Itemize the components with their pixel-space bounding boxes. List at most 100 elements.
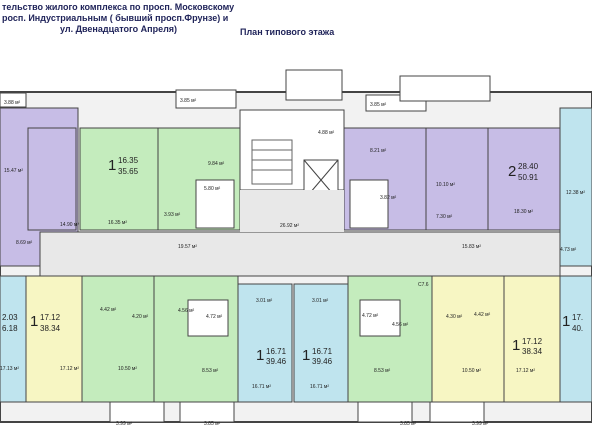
apt-4-room bbox=[237, 283, 293, 403]
apt-bottom-far-left bbox=[0, 275, 27, 403]
apt-1-living bbox=[79, 127, 161, 231]
balcony-top-2 bbox=[175, 89, 237, 109]
apt-1-living-area: 16.35 bbox=[118, 156, 139, 165]
apt-7-total-area: 40. bbox=[572, 324, 583, 333]
area-label: 4.73 м² bbox=[560, 247, 577, 253]
apt-3-hall bbox=[153, 275, 239, 403]
area-labels: 3.88 м² 3.85 м² 4.88 м² 3.85 м² 15.47 м²… bbox=[0, 98, 585, 427]
plan-title: План типового этажа bbox=[240, 27, 335, 37]
apt-5-room bbox=[293, 283, 349, 403]
apt-4-total-area: 39.46 bbox=[266, 357, 287, 366]
apt-4-living-area: 16.71 bbox=[266, 347, 287, 356]
area-label: 4.30 м² bbox=[446, 314, 463, 320]
apt-5-total-area: 39.46 bbox=[312, 357, 333, 366]
apt-7-living-area: 17. bbox=[572, 313, 583, 322]
balcony-bottom-4 bbox=[429, 401, 485, 423]
apt-1-bath bbox=[195, 179, 235, 229]
area-label: 3.85 м² bbox=[400, 421, 417, 427]
area-label: 17.12 м² bbox=[60, 366, 79, 372]
area-label: 4.72 м² bbox=[362, 313, 379, 319]
area-label: 26.92 м² bbox=[280, 223, 299, 229]
area-label: 8.21 м² bbox=[370, 148, 387, 154]
area-label: 16.35 м² bbox=[108, 220, 127, 226]
area-label: 4.72 м² bbox=[206, 314, 223, 320]
apt-label-1: 1 16.35 35.65 bbox=[108, 156, 139, 176]
apt-2-room-a bbox=[425, 127, 491, 231]
balcony-top-3 bbox=[285, 69, 343, 101]
area-label: 15.47 м² bbox=[4, 168, 23, 174]
apt-5-rooms: 1 bbox=[302, 347, 310, 364]
apt-top-left-bedroom bbox=[27, 127, 77, 231]
area-label: 3.93 м² bbox=[164, 212, 181, 218]
area-label: 4.42 м² bbox=[474, 312, 491, 318]
area-label: 8.53 м² bbox=[374, 368, 391, 374]
apt-right-top bbox=[559, 107, 592, 267]
apt-2-living-area: 28.40 bbox=[518, 162, 539, 171]
apt-6-kitchen bbox=[431, 275, 505, 403]
area-label: 18.30 м² bbox=[514, 209, 533, 215]
apt-3-kitchen bbox=[81, 275, 155, 403]
area-label: 3.85 м² bbox=[180, 98, 197, 104]
area-label: 5.80 м² bbox=[204, 186, 221, 192]
apt-label-4: 1 16.71 39.46 bbox=[256, 347, 287, 366]
apt-label-8: 2.03 6.18 bbox=[2, 313, 18, 333]
area-label: 10.50 м² bbox=[462, 368, 481, 374]
apt-6-rooms: 1 bbox=[512, 337, 520, 354]
apt-3-room bbox=[25, 275, 83, 403]
area-label: 4.56 м² bbox=[392, 322, 409, 328]
area-label: 12.38 м² bbox=[566, 190, 585, 196]
area-label: 3.01 м² bbox=[312, 298, 329, 304]
area-label: 9.84 м² bbox=[208, 161, 225, 167]
area-label: 8.69 м² bbox=[16, 240, 33, 246]
area-label: 8.53 м² bbox=[202, 368, 219, 374]
header-line-2: росп. Индустриальным ( бывший просп.Фрун… bbox=[2, 13, 229, 23]
area-label: 3.01 м² bbox=[256, 298, 273, 304]
apt-label-6: 1 17.12 38.34 bbox=[512, 337, 543, 356]
apt-6-bath bbox=[359, 299, 401, 337]
apt-3-rooms: 1 bbox=[30, 313, 38, 330]
area-label: 4.20 м² bbox=[132, 314, 149, 320]
balcony-bottom-3 bbox=[357, 401, 413, 423]
area-label: 7.30 м² bbox=[436, 214, 453, 220]
area-label: 3.85 м² bbox=[204, 421, 221, 427]
apt-2-bath bbox=[349, 179, 389, 229]
apt-label-7: 1 17. 40. bbox=[562, 313, 583, 333]
apt-6-room bbox=[503, 275, 561, 403]
area-label: 3.99 м² bbox=[116, 421, 133, 427]
area-label: 10.50 м² bbox=[118, 366, 137, 372]
apt-3-bath bbox=[187, 299, 229, 337]
apt-label-2: 2 28.40 50.91 bbox=[508, 162, 539, 182]
apt-label-3: 1 17.12 38.34 bbox=[30, 313, 61, 333]
apt-1-rooms: 1 bbox=[108, 157, 116, 174]
apt-1-total-area: 35.65 bbox=[118, 167, 139, 176]
area-label: 3.82 м² bbox=[380, 195, 397, 201]
apt-3-total-area: 38.34 bbox=[40, 324, 61, 333]
staircase bbox=[251, 139, 293, 185]
area-label: 4.56 м² bbox=[178, 308, 195, 314]
area-label: 19.57 м² bbox=[178, 244, 197, 250]
apt-label-5: 1 16.71 39.46 bbox=[302, 347, 333, 366]
area-label: 10.10 м² bbox=[436, 182, 455, 188]
apt-5-living-area: 16.71 bbox=[312, 347, 333, 356]
balcony-top-5 bbox=[399, 75, 491, 102]
apt-2-room-b bbox=[487, 127, 561, 231]
balcony-top-1 bbox=[0, 92, 27, 108]
area-label: 4.88 м² bbox=[318, 130, 335, 136]
area-label: 3.88 м² bbox=[4, 100, 21, 106]
apt-8-living-area: 2.03 bbox=[2, 313, 18, 322]
apt-3-living-area: 17.12 bbox=[40, 313, 61, 322]
area-label: 16.71 м² bbox=[310, 384, 329, 390]
balcony-bottom-2 bbox=[179, 401, 235, 423]
header-line-1: тельство жилого комплекса по просп. Моск… bbox=[2, 2, 235, 12]
apt-2-total-area: 50.91 bbox=[518, 173, 539, 182]
area-label: 17.13 м² bbox=[0, 366, 19, 372]
area-label: 4.42 м² bbox=[100, 307, 117, 313]
apt-6-total-area: 38.34 bbox=[522, 347, 543, 356]
area-label: 14.90 м² bbox=[60, 222, 79, 228]
apt-6-hall bbox=[347, 275, 433, 403]
apt-8-total-area: 6.18 bbox=[2, 324, 18, 333]
area-label: 15.83 м² bbox=[462, 244, 481, 250]
apt-bottom-far-right bbox=[559, 275, 592, 403]
area-label: 3.99 м² bbox=[472, 421, 489, 427]
